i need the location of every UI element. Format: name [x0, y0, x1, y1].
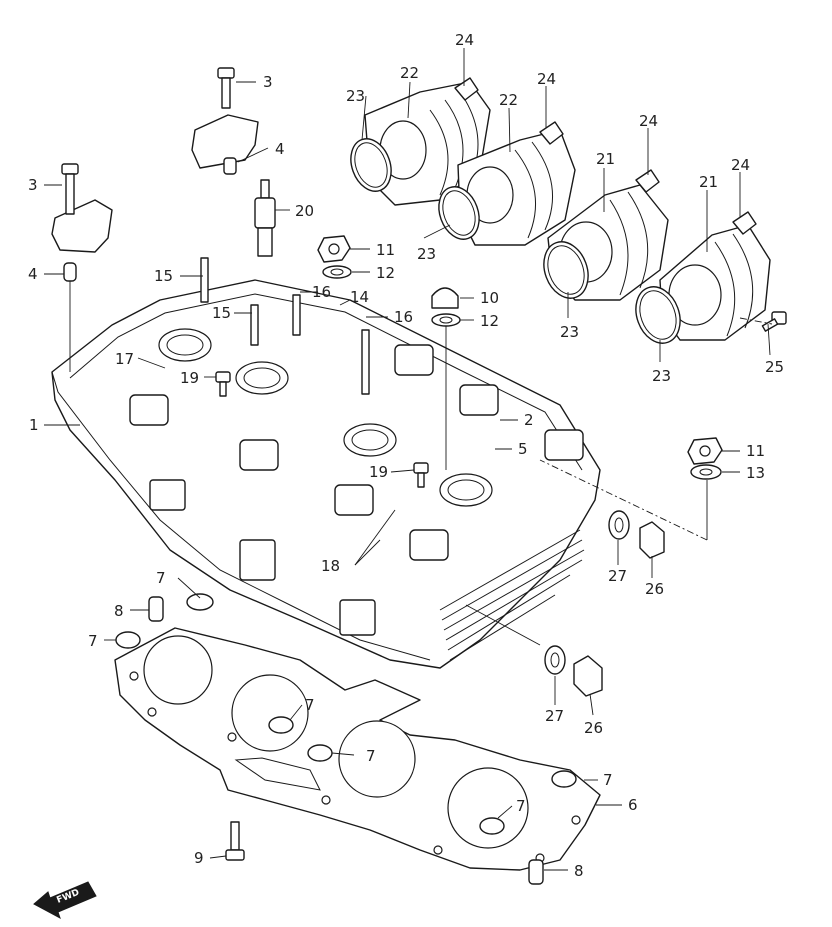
washer-12-lower [431, 313, 461, 327]
callout-8: 8 [114, 602, 124, 620]
callout-21: 21 [699, 173, 718, 191]
callout-27: 27 [545, 707, 564, 725]
callout-9: 9 [194, 849, 204, 867]
seal-27-lower [544, 645, 566, 675]
intake-holder-21-right [659, 224, 771, 341]
callout-11: 11 [376, 241, 395, 259]
callout-labels: 3 3 4 4 1 2 5 6 7 7 7 7 7 7 8 8 9 10 11 … [28, 31, 784, 880]
washer-12-upper [322, 265, 352, 279]
callout-16: 16 [394, 308, 413, 326]
callout-19: 19 [180, 369, 199, 387]
fwd-arrow-icon: FWD [33, 881, 97, 920]
clamp-24-set [454, 77, 757, 235]
callout-5: 5 [518, 440, 528, 458]
callout-7: 7 [88, 632, 98, 650]
callout-11: 11 [746, 442, 765, 460]
cap-nut-10 [431, 287, 459, 309]
callout-7: 7 [156, 569, 166, 587]
callout-3: 3 [28, 176, 38, 194]
bolt-19-left [215, 371, 231, 397]
callout-20: 20 [295, 202, 314, 220]
callout-23: 23 [346, 87, 365, 105]
oring-7-set [115, 593, 577, 835]
callout-24: 24 [731, 156, 750, 174]
callout-4: 4 [28, 265, 38, 283]
plug-26-upper [639, 521, 665, 559]
callout-19: 19 [369, 463, 388, 481]
callout-7: 7 [366, 747, 376, 765]
callout-16: 16 [312, 283, 331, 301]
callout-10: 10 [480, 289, 499, 307]
callout-26: 26 [584, 719, 603, 737]
callout-25: 25 [765, 358, 784, 376]
callout-22: 22 [400, 64, 419, 82]
callout-3: 3 [263, 73, 273, 91]
dowel-8-right [528, 859, 544, 885]
callout-15: 15 [154, 267, 173, 285]
callout-22: 22 [499, 91, 518, 109]
callout-7: 7 [603, 771, 613, 789]
leader-lines [44, 48, 773, 871]
intake-holder-22-right [457, 129, 576, 246]
dowel-8-left [148, 596, 164, 622]
cylinder-head [51, 257, 601, 669]
callout-7: 7 [305, 696, 315, 714]
callout-12: 12 [480, 312, 499, 330]
callout-21: 21 [596, 150, 615, 168]
callout-8: 8 [574, 862, 584, 880]
dowel-pin-4-left [63, 262, 77, 282]
bolt-9 [225, 821, 245, 861]
callout-27: 27 [608, 567, 627, 585]
callout-1: 1 [29, 416, 39, 434]
nut-11-upper [317, 235, 351, 263]
washer-13 [690, 464, 722, 480]
callout-23: 23 [560, 323, 579, 341]
callout-24: 24 [639, 112, 658, 130]
callout-2: 2 [524, 411, 534, 429]
callout-14: 14 [350, 288, 369, 306]
spark-plug [254, 179, 276, 257]
callout-24: 24 [455, 31, 474, 49]
cam-holder-upper [191, 114, 259, 175]
callout-23: 23 [417, 245, 436, 263]
bolt-3-upper [217, 67, 235, 109]
callout-6: 6 [628, 796, 638, 814]
callout-13: 13 [746, 464, 765, 482]
callout-18: 18 [321, 557, 340, 575]
callout-24: 24 [537, 70, 556, 88]
callout-26: 26 [645, 580, 664, 598]
intake-oring-23-set [350, 138, 681, 344]
nut-11-right [687, 437, 723, 465]
callout-12: 12 [376, 264, 395, 282]
bolt-25 [761, 311, 787, 332]
callout-15: 15 [212, 304, 231, 322]
callout-23: 23 [652, 367, 671, 385]
cam-holder-left [51, 199, 113, 253]
callout-4: 4 [275, 140, 285, 158]
bolt-3-left [61, 163, 79, 215]
plug-26-lower [573, 655, 603, 697]
callout-7: 7 [516, 797, 526, 815]
head-gasket [114, 627, 601, 871]
bolt-19-right [413, 462, 429, 488]
callout-17: 17 [115, 350, 134, 368]
seal-27-upper [608, 510, 630, 540]
